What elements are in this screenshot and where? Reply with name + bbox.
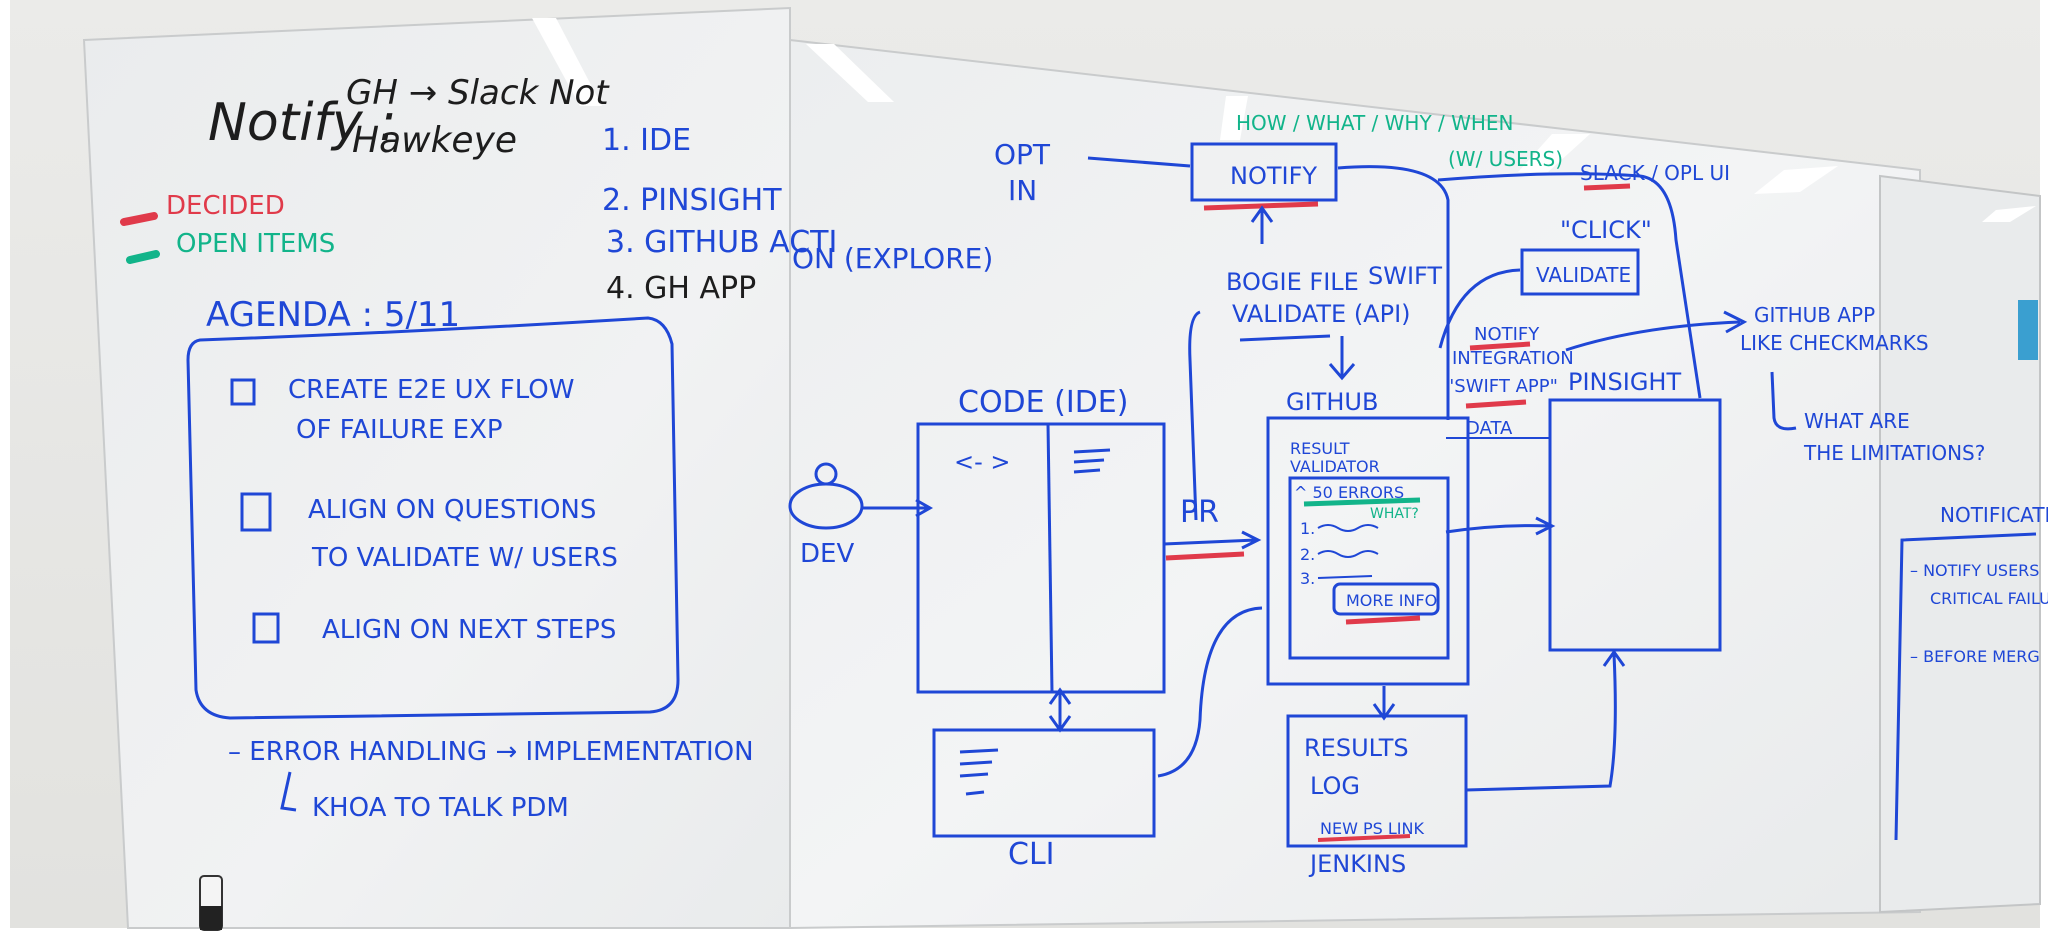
explore-label: ON (EXPLORE) [792,242,993,275]
light-reflection [1518,134,1590,172]
error-row: 1. [1300,519,1315,538]
result-validator-2: VALIDATOR [1290,457,1380,476]
notify-integration-2: INTEGRATION [1452,348,1574,369]
note-error-handling: – ERROR HANDLING → IMPLEMENTATION [228,737,754,767]
jenkins-label: JENKINS [1308,850,1406,878]
legend-decided: DECIDED [166,191,285,221]
opt-in-label-1: OPT [994,138,1051,171]
far-right-whiteboard [1879,174,2041,914]
errors-label: ^ 50 ERRORS [1294,483,1404,502]
opt-in-label-2: IN [1008,174,1037,207]
pr-label: PR [1180,495,1219,530]
light-reflection [1982,206,2036,222]
what-label: WHAT? [1370,506,1419,522]
notify-label: NOTIFY [1230,162,1317,190]
notif-before-merge: – BEFORE MERG [1910,647,2040,666]
title-hawkeye: Hawkeye [352,120,517,161]
title-notify: Notify : [208,93,397,153]
dev-label: DEV [800,539,854,569]
list-item-ide: 1. IDE [602,123,691,158]
code-ide-label: CODE (IDE) [958,385,1128,420]
agenda-checkbox-3 [252,612,280,644]
pinsight-label: PINSIGHT [1568,368,1681,396]
light-reflection [1754,166,1838,194]
results-log-box [1286,714,1468,848]
dev-body [788,482,864,530]
notif-notify-users: – NOTIFY USERS [1910,561,2039,580]
bogie-file-label: BOGIE FILE [1226,268,1359,296]
click-label: "CLICK" [1560,216,1652,244]
code-arrows: <- > [954,448,1011,476]
agenda-checkbox-2 [240,492,272,532]
limitations-1: WHAT ARE [1804,409,1910,433]
validate-label: VALIDATE [1536,263,1631,287]
agenda-item-2-line2: TO VALIDATE W/ USERS [311,543,618,573]
light-reflection [532,18,602,106]
light-reflection [1220,96,1248,140]
validate-box [1520,248,1640,296]
light-reflection [806,44,894,102]
list-item-github-actions: 3. GITHUB ACTI [606,225,837,260]
code-ide-box [916,422,1166,694]
cli-label: CLI [1008,837,1055,872]
github-box [1266,416,1470,686]
log-label: LOG [1310,772,1360,800]
like-checkmarks: LIKE CHECKMARKS [1740,331,1929,355]
agenda-item-1-line1: CREATE E2E UX FLOW [288,375,574,405]
swift-label: SWIFT [1368,262,1442,290]
limitations-2: THE LIMITATIONS? [1803,441,1985,465]
data-label: DATA [1466,418,1513,439]
results-label: RESULTS [1304,734,1409,762]
agenda-title: AGENDA : 5/11 [206,295,460,335]
notify-box [1190,142,1338,202]
agenda-item-1-line2: OF FAILURE EXP [296,415,503,445]
result-validator-box [1288,476,1450,660]
list-item-pinsight: 2. PINSIGHT [602,183,782,218]
pinsight-box [1548,398,1722,652]
notify-integration-3: "SWIFT APP" [1446,376,1558,397]
new-ps-link: NEW PS LINK [1320,819,1424,838]
list-item-gh-app: 4. GH APP [606,271,756,306]
title-gh-slack: GH → Slack Not [346,73,610,113]
with-users: (W/ USERS) [1448,147,1563,171]
notifications-label: NOTIFICATIONS [1940,503,2048,527]
notify-integration-1: NOTIFY [1474,324,1540,345]
far-right-window [2018,300,2038,360]
error-row: 3. [1300,569,1315,588]
bogie-validate-api: VALIDATE (API) [1232,300,1411,328]
github-app-label: GITHUB APP [1754,303,1875,327]
agenda-box [186,316,680,720]
notif-critical-failure: CRITICAL FAILURE [1930,589,2048,608]
error-row: 2. [1300,545,1315,564]
note-khoa: KHOA TO TALK PDM [312,793,569,823]
how-what-why-when: HOW / WHAT / WHY / WHEN [1236,111,1514,135]
result-validator-1: RESULT [1290,439,1350,458]
cli-box [932,728,1156,838]
legend-open-items: OPEN ITEMS [176,229,335,259]
agenda-checkbox-1 [230,378,256,406]
agenda-item-3-line1: ALIGN ON NEXT STEPS [322,615,616,645]
more-info-label: MORE INFO [1346,591,1437,610]
agenda-item-2-line1: ALIGN ON QUESTIONS [308,495,596,525]
more-info-button [1332,582,1440,616]
github-label: GITHUB [1286,388,1378,416]
